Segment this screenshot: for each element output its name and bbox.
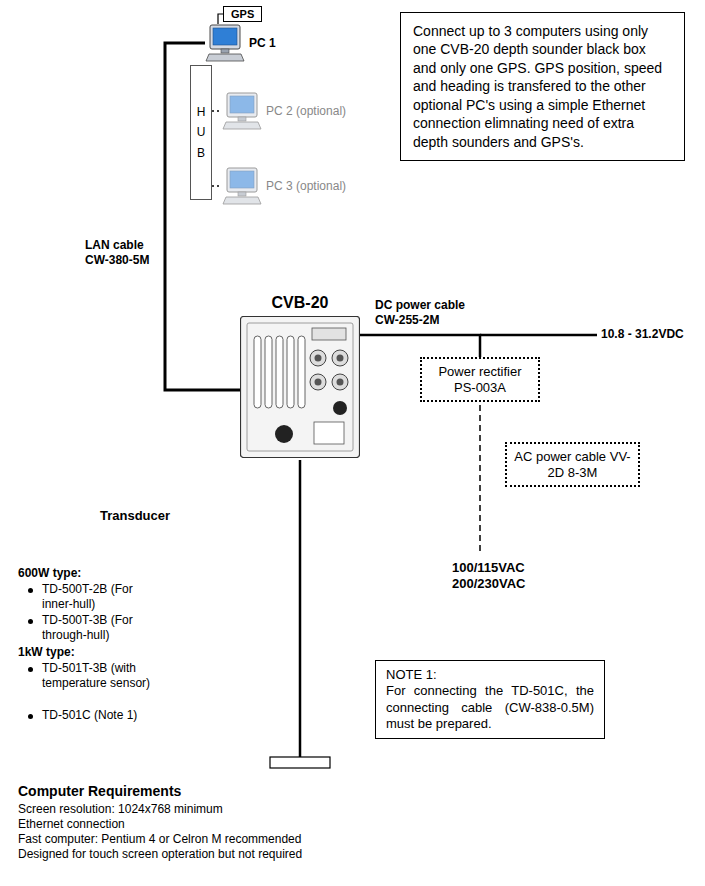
connector [332,350,348,366]
monitor-frame [227,93,257,117]
computer: PC 1 [205,24,276,62]
node-text: For connecting the TD-501C, the connecti… [386,683,594,732]
cable-line [212,185,222,187]
cooling-fin [265,336,272,408]
cable-line [360,335,480,357]
cooling-fin [287,336,294,408]
monitor-frame [227,168,257,192]
node-text: NOTE 1: [386,667,594,683]
computer-icon [222,92,262,130]
requirement: Ethernet connection [18,817,125,832]
gps-box: GPS [223,6,262,22]
connector-pin [315,379,322,386]
part-number: TD-500T-2B (For inner-hull) [42,582,162,612]
transducer-cable [299,460,302,757]
transducer-symbol [270,757,330,768]
cooling-fin [298,336,305,408]
dc-power-wire [480,334,597,337]
node-text: PC 2 (optional) [266,104,346,118]
node-text: PC 3 (optional) [266,179,346,193]
node-text: PC 1 [249,36,276,50]
cooling-fin [254,336,261,408]
node-text: CVB-20 [240,294,360,312]
cable-label: LAN cable CW-380-5M [85,238,163,268]
monitor-stand [221,49,229,53]
requirement: Designed for touch screen opteration but… [18,847,302,862]
monitor-stand [238,117,246,121]
cooling-fin [276,336,283,408]
node-text: AC power cable VV-2D 8-3M [513,449,632,480]
connector-pin [337,379,344,386]
monitor-screen [230,171,254,188]
type-heading: 1kW type: [18,645,75,660]
cable-gland [275,425,293,443]
rectifier-box: Power rectifier PS-003A [420,357,540,402]
cable-line [212,110,222,112]
computer: PC 3 (optional) [222,167,346,205]
ac-power-wire [479,405,481,555]
requirement: Screen resolution: 1024x768 minimum [18,802,223,817]
note-box: NOTE 1:For connecting the TD-501C, the c… [375,660,605,739]
type-heading: 600W type: [18,566,81,581]
voltage-label: 100/115VAC 200/230VAC [452,560,542,593]
keyboard [223,197,261,204]
connector-pin [315,355,322,362]
monitor-screen [230,96,254,113]
section-heading: Computer Requirements [18,783,181,801]
section-heading: Transducer [100,508,170,524]
name-plate [312,328,346,340]
connector [333,401,347,415]
node-text: H U B [195,102,207,163]
part-number: TD-501T-3B (with temperature sensor) [42,661,160,691]
connector [332,374,348,390]
hub-box: H U B [190,65,212,200]
requirement: Fast computer: Pentium 4 or Celron M rec… [18,832,301,847]
voltage-label: 10.8 - 31.2VDC [601,327,684,342]
computer-icon [205,24,245,62]
node-text: Power rectifier PS-003A [428,364,532,395]
computer-icon [222,167,262,205]
part-number: TD-500T-3B (For through-hull) [42,613,172,643]
monitor-stand [238,192,246,196]
monitor-frame [210,25,240,49]
node-text: GPS [231,8,254,20]
housing [241,317,360,458]
part-number: TD-501C (Note 1) [42,708,192,723]
note-box: Connect up to 3 computers using only one… [400,12,685,161]
keyboard [223,122,261,129]
connector [310,350,326,366]
monitor-screen [213,28,237,45]
cable-box: AC power cable VV-2D 8-3M [505,442,640,487]
node-text: Connect up to 3 computers using only one… [413,22,672,151]
connector-pin [337,355,344,362]
housing-rim [247,323,353,451]
connector [310,374,326,390]
cable-label: DC power cable CW-255-2M [375,298,485,328]
sounder-unit: CVB-20 [240,294,360,458]
label-sticker [314,422,344,444]
keyboard [206,54,244,61]
computer: PC 2 (optional) [222,92,346,130]
sounder-drawing [240,316,360,458]
